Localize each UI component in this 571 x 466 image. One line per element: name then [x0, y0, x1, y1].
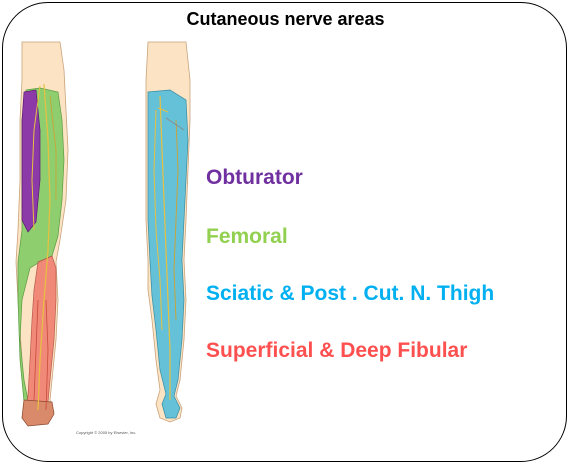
legend-femoral: Femoral [206, 225, 288, 248]
sciatic-region [147, 89, 189, 419]
copyright-notice: Copyright © 2005 by Elsevier, Inc. [76, 430, 137, 435]
legend-obturator: Obturator [206, 166, 303, 189]
posterior-nerve-line-3 [173, 119, 179, 321]
anterior-nerve-line-1 [37, 83, 51, 411]
anterior-nerve-line-2 [31, 85, 41, 231]
legend-fibular: Superficial & Deep Fibular [206, 339, 468, 362]
posterior-nerve-line-1 [159, 95, 171, 400]
anterior-nerve-line-5 [45, 299, 49, 411]
posterior-leg [145, 41, 191, 423]
obturator-region [21, 89, 41, 233]
page-title: Cutaneous nerve areas [186, 9, 385, 29]
posterior-nerve-line-5 [157, 107, 169, 113]
anterior-nerve-line-4 [33, 299, 39, 401]
posterior-nerve-line-2 [153, 109, 163, 331]
legend-sciatic: Sciatic & Post . Cut. N. Thigh [206, 282, 495, 305]
posterior-nerve-line-4 [165, 117, 185, 131]
rounded-frame [2, 2, 567, 462]
anterior-nerve-line-3 [49, 95, 57, 200]
anterior-leg [15, 41, 69, 427]
